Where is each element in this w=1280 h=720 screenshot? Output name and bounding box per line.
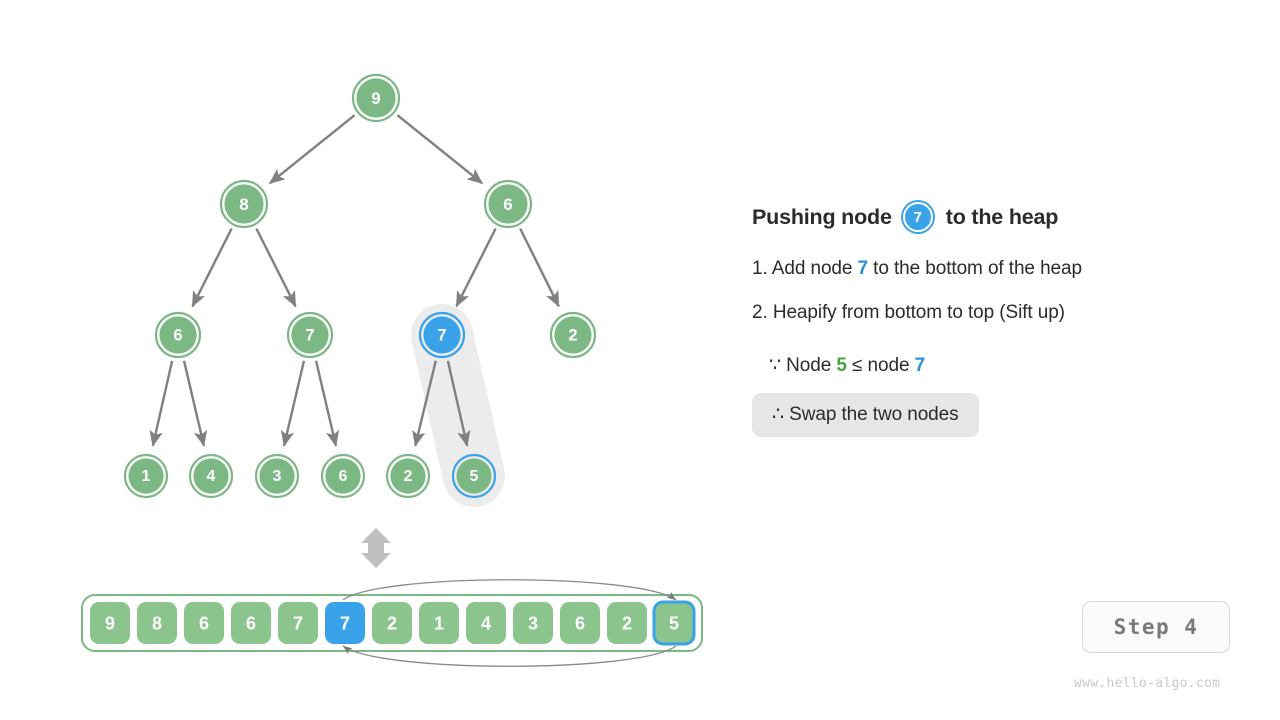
array-cell: 2 bbox=[607, 602, 647, 644]
tree-node-label: 9 bbox=[371, 89, 380, 108]
tree-edge bbox=[412, 360, 437, 447]
tree-node-label: 6 bbox=[173, 327, 182, 345]
up-down-arrow-icon bbox=[361, 528, 391, 568]
step-item-2: 2. Heapify from bottom to top (Sift up) bbox=[752, 302, 1252, 324]
tree-node-label: 8 bbox=[239, 195, 248, 214]
tree-node-label: 1 bbox=[142, 468, 151, 485]
therefore-symbol: ∴ bbox=[772, 404, 784, 425]
array-cell-label: 9 bbox=[105, 614, 115, 634]
array-cell-label: 2 bbox=[622, 614, 632, 634]
tree-node-7: 7 bbox=[286, 311, 334, 359]
tree-edge bbox=[182, 360, 208, 447]
tree-node-label: 6 bbox=[339, 468, 348, 485]
tree-node-2: 2 bbox=[385, 453, 431, 499]
explanation-panel: Pushing node 7 to the heap 1. Add node 7… bbox=[752, 200, 1252, 437]
step-1-text-before: Add node bbox=[767, 258, 858, 279]
reason-line: ∵ Node 5 ≤ node 7 bbox=[769, 354, 1252, 377]
reason-comparator: ≤ node bbox=[846, 355, 915, 376]
tree-node-label: 6 bbox=[503, 195, 512, 214]
tree-array-equivalence-arrow bbox=[361, 528, 391, 568]
array-cell-label: 8 bbox=[152, 614, 162, 634]
array-cell-label: 6 bbox=[246, 614, 256, 634]
array-cell-label: 7 bbox=[340, 614, 350, 634]
reason-prefix: Node bbox=[781, 355, 837, 376]
tree-node-1: 1 bbox=[123, 453, 169, 499]
array-cell: 1 bbox=[419, 602, 459, 644]
tree-edge bbox=[191, 228, 233, 308]
tree-nodes: 9 8 6 6 7 7 2 1 4 3 6 2 5 bbox=[123, 73, 597, 499]
tree-node-label: 7 bbox=[437, 327, 446, 345]
array-cell-label: 5 bbox=[669, 614, 679, 634]
steps-list: 1. Add node 7 to the bottom of the heap … bbox=[752, 258, 1252, 324]
tree-node-5: 5 bbox=[451, 453, 497, 499]
step-2-index: 2. bbox=[752, 302, 768, 323]
tree-node-label: 2 bbox=[568, 327, 577, 345]
reason-right-value: 7 bbox=[914, 355, 926, 376]
tree-edge bbox=[519, 228, 560, 308]
tree-edges bbox=[149, 114, 560, 447]
tree-node-6: 6 bbox=[320, 453, 366, 499]
array-cell-label: 6 bbox=[199, 614, 209, 634]
conclusion-text: Swap the two nodes bbox=[784, 404, 959, 425]
title-prefix: Pushing node bbox=[752, 204, 892, 229]
step-badge: Step 4 bbox=[1082, 601, 1230, 653]
tree-node-6: 6 bbox=[483, 179, 533, 229]
tree-edge bbox=[280, 360, 306, 447]
tree-node-label: 2 bbox=[404, 468, 413, 485]
array-cell-label: 2 bbox=[387, 614, 397, 634]
tree-node-4: 4 bbox=[188, 453, 234, 499]
swap-arc-bottom bbox=[342, 645, 677, 667]
array-cell-label: 7 bbox=[293, 614, 303, 634]
array-cell: 7 bbox=[325, 602, 365, 644]
tree-node-label: 3 bbox=[273, 468, 282, 485]
title-node-badge: 7 bbox=[902, 202, 933, 232]
step-item-1: 1. Add node 7 to the bottom of the heap bbox=[752, 258, 1252, 280]
array-cell-label: 4 bbox=[481, 614, 491, 634]
tree-node-2: 2 bbox=[549, 311, 597, 359]
page-title: Pushing node 7 to the heap bbox=[752, 200, 1252, 234]
tree-node-label: 5 bbox=[470, 468, 479, 485]
step-2-text-before: Heapify from bottom to top (Sift up) bbox=[767, 302, 1065, 323]
array-cell: 3 bbox=[513, 602, 553, 644]
tree-edge bbox=[268, 114, 356, 185]
watermark: www.hello-algo.com bbox=[1074, 676, 1221, 691]
step-1-index: 1. bbox=[752, 258, 768, 279]
array-cell: 2 bbox=[372, 602, 412, 644]
conclusion-box: ∴ Swap the two nodes bbox=[752, 393, 979, 437]
array-container bbox=[81, 594, 703, 652]
array-cell: 4 bbox=[466, 602, 506, 644]
array-cell: 9 bbox=[90, 602, 130, 644]
array-cell: 8 bbox=[137, 602, 177, 644]
array-cell-label: 1 bbox=[434, 614, 444, 634]
array-cell: 5 bbox=[652, 600, 696, 646]
tree-node-7: 7 bbox=[418, 311, 466, 359]
tree-node-6: 6 bbox=[154, 311, 202, 359]
tree-edge bbox=[396, 114, 484, 185]
array-cell: 6 bbox=[184, 602, 224, 644]
tree-node-8: 8 bbox=[219, 179, 269, 229]
array-representation: 9 8 6 6 7 7 2 1 4 3 6 2 5 bbox=[81, 579, 703, 667]
tree-node-3: 3 bbox=[254, 453, 300, 499]
step-1-value: 7 bbox=[857, 258, 869, 279]
step-1-text-after: to the bottom of the heap bbox=[868, 258, 1082, 279]
tree-edge bbox=[255, 228, 297, 308]
array-cell-label: 3 bbox=[528, 614, 538, 634]
array-cell-label: 6 bbox=[575, 614, 585, 634]
tree-edge bbox=[149, 360, 174, 447]
tree-node-label: 4 bbox=[207, 468, 216, 485]
array-cell: 6 bbox=[231, 602, 271, 644]
tree-node-9: 9 bbox=[351, 73, 401, 123]
tree-node-label: 7 bbox=[305, 327, 314, 345]
swap-arc-top bbox=[342, 579, 677, 601]
tree-edge bbox=[455, 228, 497, 308]
array-cell: 7 bbox=[278, 602, 318, 644]
tree-edge bbox=[446, 360, 471, 447]
tree-edge bbox=[314, 360, 340, 447]
reason-left-value: 5 bbox=[836, 355, 847, 376]
title-suffix: to the heap bbox=[945, 204, 1059, 229]
because-symbol: ∵ bbox=[769, 355, 781, 376]
array-cell: 6 bbox=[560, 602, 600, 644]
